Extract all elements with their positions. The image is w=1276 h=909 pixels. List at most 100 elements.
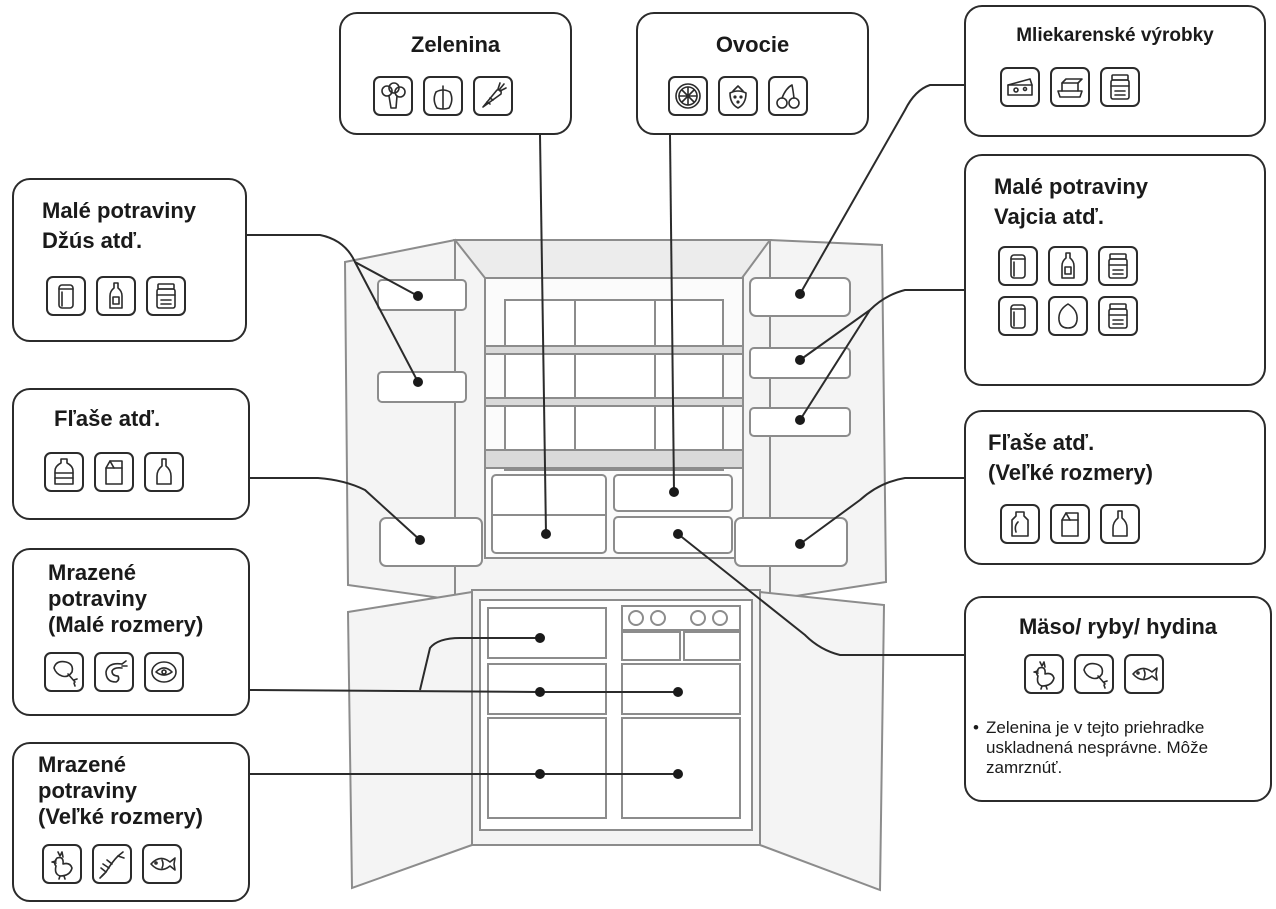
- note-bullet: •: [973, 718, 979, 737]
- carrot-icon-glyph: [482, 82, 507, 108]
- fish-steak-icon-glyph: [151, 661, 177, 683]
- jar-icon-glyph: [1108, 253, 1128, 279]
- rooster-icon-glyph: [1033, 661, 1055, 690]
- box-title-line1: Fľaše atď.: [988, 430, 1095, 455]
- freezer-left-door: [346, 590, 473, 890]
- chicken-leg-icon-glyph: [1083, 662, 1108, 689]
- dot-crisper-left: [541, 529, 551, 539]
- pepper-icon: [423, 76, 463, 116]
- icon-row: [1000, 67, 1150, 107]
- fish-steak-icon: [144, 652, 184, 692]
- milk-carton-icon: [94, 452, 134, 492]
- wine-bottle-icon-glyph: [1112, 510, 1128, 537]
- milk-carton-icon: [1050, 504, 1090, 544]
- box-title-line2: (Veľké rozmery): [988, 460, 1153, 485]
- connector-dots: [413, 289, 805, 779]
- box-zelenina: Zelenina: [339, 12, 572, 135]
- shelf-top: [484, 345, 744, 355]
- can-icon-glyph: [1010, 254, 1026, 279]
- shelf-middle: [484, 397, 744, 407]
- dot-door-bin-top-left: [413, 291, 423, 301]
- wine-bottle-icon-glyph: [156, 458, 172, 485]
- chicken-leg-icon-glyph: [53, 660, 78, 687]
- lobster-icon: [92, 844, 132, 884]
- box-title: Mäso/ ryby/ hydina: [1018, 614, 1218, 639]
- box-mrazene-velke: Mrazené potraviny (Veľké rozmery): [12, 742, 250, 902]
- shrimp-icon-glyph: [105, 660, 128, 683]
- warning-note: • Zelenina je v tejto priehradke uskladn…: [973, 718, 1208, 778]
- carrot-icon: [473, 76, 513, 116]
- rooster-icon-glyph: [51, 851, 73, 880]
- citrus-slice-icon-glyph: [675, 83, 701, 109]
- icon-row: [44, 652, 194, 692]
- can-icon: [998, 246, 1038, 286]
- box-title-line1: Mrazené: [38, 752, 127, 777]
- icon-row: [42, 844, 192, 884]
- can-icon: [998, 296, 1038, 336]
- milk-carton-icon-glyph: [105, 460, 123, 485]
- egg-icon-glyph: [1058, 303, 1078, 329]
- box-title: Ovocie: [715, 32, 790, 57]
- dot-crisper-right-bottom: [673, 529, 683, 539]
- cheese-icon: [1000, 67, 1040, 107]
- chicken-leg-icon: [1074, 654, 1114, 694]
- left-door-bin-bottom: [379, 517, 483, 567]
- jar-icon-glyph: [1110, 74, 1130, 100]
- icon-row: [1024, 654, 1174, 694]
- box-ovocie: Ovocie: [636, 12, 869, 135]
- wine-bottle-icon: [144, 452, 184, 492]
- strawberry-icon: [718, 76, 758, 116]
- dot-freezer-top-left: [535, 633, 545, 643]
- water-bottle-icon-glyph: [54, 458, 74, 485]
- fish-icon: [1124, 654, 1164, 694]
- note-line: Zelenina je v tejto priehradke: [986, 718, 1205, 737]
- box-title-line2: Vajcia atď.: [994, 204, 1104, 229]
- fridge-back-wall: [504, 299, 724, 471]
- box-mrazene-male: Mrazené potraviny (Malé rozmery): [12, 548, 250, 716]
- can-icon-glyph: [58, 284, 74, 309]
- freezer-drawer-bottom-right: [621, 717, 741, 819]
- icon-row: [998, 246, 1148, 336]
- icon-row: [46, 276, 196, 316]
- rooster-icon: [42, 844, 82, 884]
- milk-carton-icon-glyph: [1061, 512, 1079, 537]
- dot-crisper-right-top: [669, 487, 679, 497]
- pepper-icon-glyph: [433, 85, 453, 110]
- box-male-potraviny-dzus: Malé potraviny Džús atď.: [12, 178, 247, 342]
- box-title-line1: Malé potraviny: [42, 198, 197, 223]
- box-title-line1: Mrazené: [48, 560, 137, 585]
- jar-icon: [1098, 296, 1138, 336]
- refrigerator: [343, 238, 888, 892]
- can-icon: [46, 276, 86, 316]
- strawberry-icon-glyph: [729, 85, 747, 109]
- box-flase-left: Fľaše atď.: [12, 388, 250, 520]
- jug-icon-glyph: [1011, 511, 1029, 537]
- dot-freezer-bottom-left: [535, 769, 545, 779]
- right-door-bin-bottom: [734, 517, 848, 567]
- left-door: [343, 238, 456, 602]
- egg-icon: [1048, 296, 1088, 336]
- freezer-drawer-middle-left: [487, 663, 607, 715]
- butter-dish-icon-glyph: [1057, 78, 1083, 98]
- note-line: zamrznúť.: [986, 758, 1063, 777]
- sauce-bottle-icon-glyph: [109, 282, 123, 309]
- cherry-icon-glyph: [776, 84, 800, 109]
- fish-icon: [142, 844, 182, 884]
- can-icon-glyph: [1010, 304, 1026, 329]
- left-door-bin-middle: [377, 371, 467, 403]
- dot-door-bin-top-right: [795, 289, 805, 299]
- sauce-bottle-icon: [96, 276, 136, 316]
- jar-icon-glyph: [1108, 303, 1128, 329]
- box-title-line2: Džús atď.: [42, 228, 143, 253]
- dot-door-bin-bottom-left: [415, 535, 425, 545]
- dot-door-bin-middle-right: [795, 355, 805, 365]
- jug-icon: [1000, 504, 1040, 544]
- icon-row: [373, 76, 523, 116]
- jar-icon: [1098, 246, 1138, 286]
- rooster-icon: [1024, 654, 1064, 694]
- ice-tray: [621, 605, 741, 631]
- wine-bottle-icon: [1100, 504, 1140, 544]
- crisper-right-bottom: [613, 516, 733, 554]
- freezer-drawer-bottom-left: [487, 717, 607, 819]
